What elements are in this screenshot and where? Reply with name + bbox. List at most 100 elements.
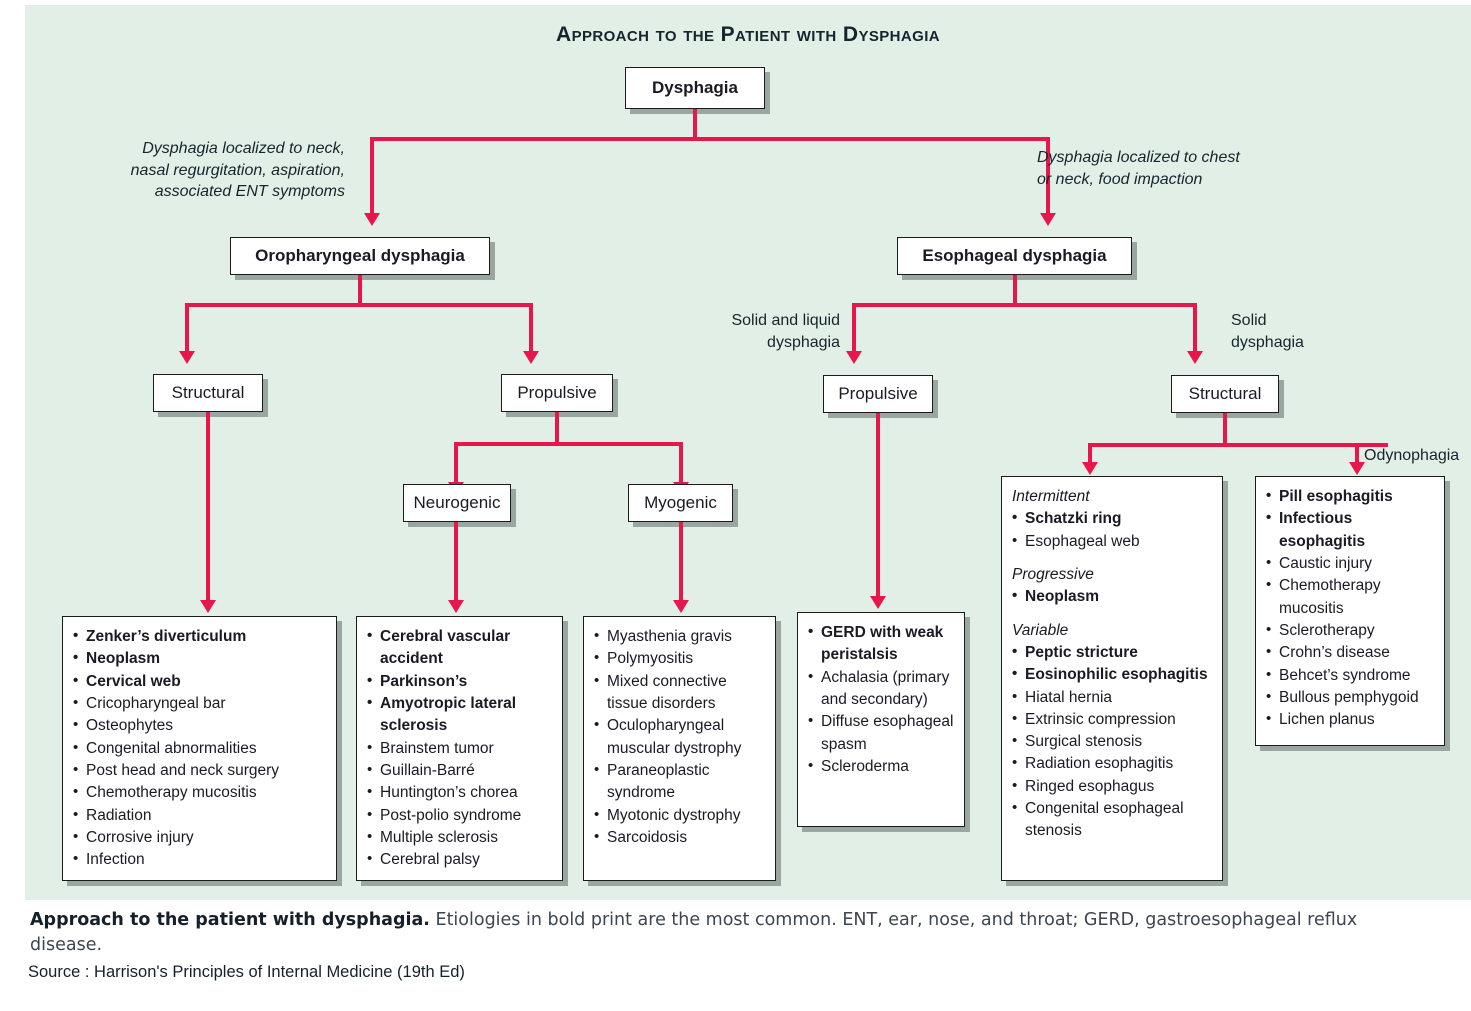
list-item: Radiation bbox=[73, 803, 328, 827]
list-item: Infectious esophagitis bbox=[1266, 507, 1436, 553]
list-item: Brainstem tumor bbox=[367, 737, 554, 760]
caption-zone bbox=[0, 900, 1471, 1011]
connector-oro-right-drop bbox=[529, 303, 533, 353]
page-title: Approach to the Patient with Dysphagia bbox=[556, 23, 940, 46]
list-neurogenic: Cerebral vascular accidentParkinson’sAmy… bbox=[356, 616, 563, 881]
node-myogenic-label: Myogenic bbox=[644, 493, 717, 513]
list-item: Cervical web bbox=[73, 670, 328, 693]
connector-oro-bus bbox=[185, 303, 533, 307]
list-item: Zenker’s diverticulum bbox=[73, 625, 328, 648]
list-item: Myasthenia gravis bbox=[594, 625, 767, 648]
list-item: Behcet’s syndrome bbox=[1266, 663, 1436, 687]
list-item: Ringed esophagus bbox=[1012, 775, 1214, 798]
edge-label-odynophagia: Odynophagia bbox=[1364, 447, 1460, 464]
list-item: Lichen planus bbox=[1266, 708, 1436, 731]
list-item: Pill esophagitis bbox=[1266, 485, 1436, 508]
arrow-to-myogenic-list bbox=[673, 600, 689, 613]
connector-eso-structural-list-drop bbox=[1088, 443, 1092, 465]
connector-myogenic-drop bbox=[679, 442, 683, 484]
source-line: Source : Harrison's Principles of Intern… bbox=[28, 963, 465, 981]
node-eso-structural-label: Structural bbox=[1188, 384, 1262, 404]
list-item: Esophageal web bbox=[1012, 530, 1214, 553]
list-item: Crohn’s disease bbox=[1266, 641, 1436, 664]
connector-oro-stem bbox=[358, 275, 362, 305]
list-item: Extrinsic compression bbox=[1012, 708, 1214, 731]
list-item: Congenital abnormalities bbox=[73, 737, 328, 760]
list-item: Oculopharyngeal muscular dystrophy bbox=[594, 714, 767, 760]
list-items: GERD with weak peristalsisAchalasia (pri… bbox=[808, 621, 956, 778]
list-items: Pill esophagitisInfectious esophagitisCa… bbox=[1266, 485, 1436, 731]
list-item: Bullous pemphygoid bbox=[1266, 686, 1436, 709]
connector-eso-stem bbox=[1013, 275, 1017, 305]
list-item: Eosinophilic esophagitis bbox=[1012, 663, 1214, 686]
connector-oro-structural-drop bbox=[206, 412, 210, 602]
arrow-to-eso-propulsive-list bbox=[870, 596, 886, 609]
node-oropharyngeal-dysphagia: Oropharyngeal dysphagia bbox=[230, 237, 490, 275]
edge-label-solid-and-liquid: Solid and liquid dysphagia bbox=[731, 312, 840, 351]
list-item: Schatzki ring bbox=[1012, 507, 1214, 530]
list-item: Scleroderma bbox=[808, 755, 956, 778]
connector-neurogenic-to-list bbox=[454, 522, 458, 602]
list-items: Cerebral vascular accidentParkinson’sAmy… bbox=[367, 625, 554, 871]
connector-eso-propulsive-drop bbox=[876, 413, 880, 598]
list-eso-propulsive: GERD with weak peristalsisAchalasia (pri… bbox=[797, 612, 965, 827]
connector-eso-right-drop bbox=[1193, 303, 1197, 353]
list-item: Sarcoidosis bbox=[594, 826, 767, 849]
arrow-to-eso-structural bbox=[1187, 351, 1203, 364]
node-oropharyngeal-label: Oropharyngeal dysphagia bbox=[255, 246, 465, 266]
list-item: Osteophytes bbox=[73, 714, 328, 737]
connector-root-stem bbox=[693, 109, 697, 139]
connector-eso-bus bbox=[852, 303, 1197, 307]
list-item: Post-polio syndrome bbox=[367, 803, 554, 827]
list-item: Radiation esophagitis bbox=[1012, 752, 1214, 775]
node-eso-propulsive: Propulsive bbox=[823, 375, 933, 413]
connector-root-bus bbox=[370, 137, 1050, 141]
list-item: Post head and neck surgery bbox=[73, 759, 328, 782]
node-esophageal-label: Esophageal dysphagia bbox=[922, 246, 1107, 266]
arrow-to-odynophagia-list bbox=[1349, 462, 1365, 475]
connector-oro-propulsive-stem bbox=[555, 412, 559, 444]
list-item: Surgical stenosis bbox=[1012, 730, 1214, 753]
list-items: Myasthenia gravisPolymyositisMixed conne… bbox=[594, 625, 767, 849]
arrow-to-oro-structural-list bbox=[200, 600, 216, 613]
node-oro-propulsive-label: Propulsive bbox=[517, 383, 597, 403]
list-item: Congenital esophageal stenosis bbox=[1012, 797, 1214, 843]
list-item: Diffuse esophageal spasm bbox=[808, 710, 956, 756]
list-item: Corrosive injury bbox=[73, 826, 328, 849]
list-item: Polymyositis bbox=[594, 647, 767, 670]
list-item: Hiatal hernia bbox=[1012, 685, 1214, 709]
node-oro-structural: Structural bbox=[153, 374, 263, 412]
caption-body: Etiologies in bold print are the most co… bbox=[30, 910, 1358, 955]
list-item: Paraneoplastic syndrome bbox=[594, 759, 767, 805]
connector-eso-left-drop bbox=[852, 303, 856, 353]
edge-label-to-esophageal: Dysphagia localized to chest or neck, fo… bbox=[1037, 149, 1240, 188]
node-oro-structural-label: Structural bbox=[171, 383, 245, 403]
node-dysphagia-label: Dysphagia bbox=[652, 78, 738, 98]
connector-eso-structural-bus bbox=[1088, 443, 1388, 447]
connector-myogenic-to-list bbox=[679, 522, 683, 602]
list-item: Huntington’s chorea bbox=[367, 781, 554, 804]
list-item: Amyotropic lateral sclerosis bbox=[367, 692, 554, 738]
arrow-to-eso-propulsive bbox=[846, 351, 862, 364]
arrow-to-eso-structural-list bbox=[1082, 462, 1098, 475]
list-item: Peptic stricture bbox=[1012, 641, 1214, 664]
list-item: Cerebral vascular accident bbox=[367, 625, 554, 671]
node-eso-propulsive-label: Propulsive bbox=[838, 384, 918, 404]
edge-label-to-oropharyngeal: Dysphagia localized to neck, nasal regur… bbox=[130, 140, 345, 201]
arrow-to-neurogenic-list bbox=[448, 600, 464, 613]
node-oro-propulsive: Propulsive bbox=[501, 374, 613, 412]
arrow-to-oro-structural bbox=[179, 351, 195, 364]
list-item: Parkinson’s bbox=[367, 670, 554, 693]
list-eso-structural: IntermittentSchatzki ringEsophageal webP… bbox=[1001, 476, 1223, 881]
node-dysphagia: Dysphagia bbox=[625, 67, 765, 109]
list-item: Infection bbox=[73, 848, 328, 871]
list-item: GERD with weak peristalsis bbox=[808, 621, 956, 667]
list-items: IntermittentSchatzki ringEsophageal webP… bbox=[1012, 486, 1214, 843]
figure-caption: Approach to the patient with dysphagia. … bbox=[30, 908, 1370, 958]
connector-eso-structural-stem bbox=[1223, 413, 1227, 445]
list-items: Zenker’s diverticulumNeoplasmCervical we… bbox=[73, 625, 328, 871]
list-item: Achalasia (primary and secondary) bbox=[808, 666, 956, 712]
node-eso-structural: Structural bbox=[1171, 375, 1279, 413]
list-item: Caustic injury bbox=[1266, 552, 1436, 575]
edge-label-solid: Solid dysphagia bbox=[1231, 312, 1304, 351]
